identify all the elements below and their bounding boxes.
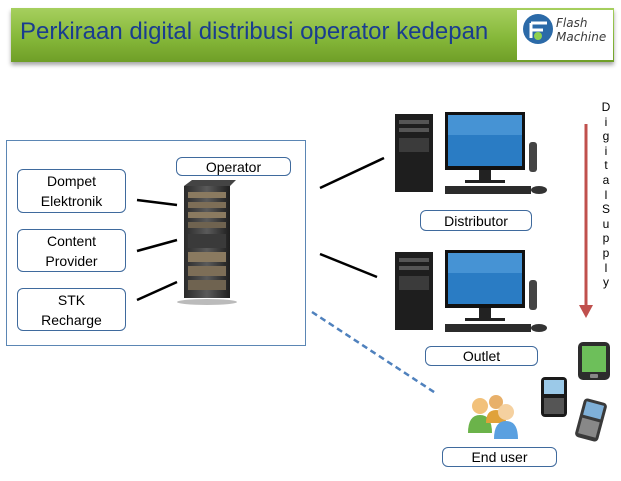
line-server-outlet	[319, 252, 378, 279]
source-line1: STK	[57, 291, 86, 308]
server-icon	[177, 180, 237, 305]
touch-phone-icon	[578, 342, 610, 380]
supply-letter: a	[602, 172, 610, 187]
source-line1: Dompet	[46, 173, 97, 189]
supply-letter: l	[604, 260, 608, 275]
source-box-stk: STK Recharge	[17, 288, 126, 331]
source-box-dompet: Dompet Elektronik	[17, 169, 126, 213]
source-line2: Elektronik	[40, 193, 103, 209]
title-banner	[11, 8, 614, 62]
distributor-label: Distributor	[420, 210, 532, 231]
end-user-label: End user	[442, 447, 557, 467]
logo-mark-icon	[529, 21, 547, 40]
operator-label: Operator	[176, 157, 291, 176]
line-stk-server	[136, 280, 178, 302]
supply-letter: D	[601, 100, 611, 114]
users-icon	[468, 395, 518, 439]
distributor-computer-icon	[395, 112, 547, 194]
source-line2: Recharge	[41, 311, 102, 328]
supply-letter: y	[603, 275, 609, 290]
supply-letter: i	[604, 143, 608, 158]
outlet-label: Outlet	[425, 346, 538, 366]
smartphone-icon	[575, 398, 607, 442]
supply-letter: t	[604, 158, 608, 173]
source-box-content: Content Provider	[17, 229, 126, 272]
supply-letter: u	[602, 216, 610, 231]
line-content-server	[136, 238, 178, 253]
slide-title: Perkiraan digital distribusi operator ke…	[20, 18, 489, 45]
supply-letter: p	[602, 231, 610, 246]
logo-text: Flash Machine	[556, 16, 606, 44]
supply-letter: g	[602, 129, 610, 144]
logo-line1: Flash	[556, 16, 588, 30]
supply-letter: p	[602, 245, 610, 260]
source-line2: Provider	[45, 252, 98, 269]
line-dompet-server	[136, 198, 178, 207]
logo-line2: Machine	[556, 30, 607, 44]
line-server-distributor	[319, 156, 385, 190]
supply-letter: i	[604, 114, 608, 129]
outlet-computer-icon	[395, 250, 547, 332]
digital-supply-label: D i g i t a l S u p p l y	[598, 100, 614, 290]
dashed-line-end-user	[311, 310, 438, 396]
supply-letter: l	[604, 187, 608, 202]
qwerty-phone-icon	[541, 377, 567, 417]
supply-letter: S	[601, 202, 610, 217]
source-line1: Content	[46, 232, 97, 249]
supply-arrow-head	[579, 305, 593, 318]
